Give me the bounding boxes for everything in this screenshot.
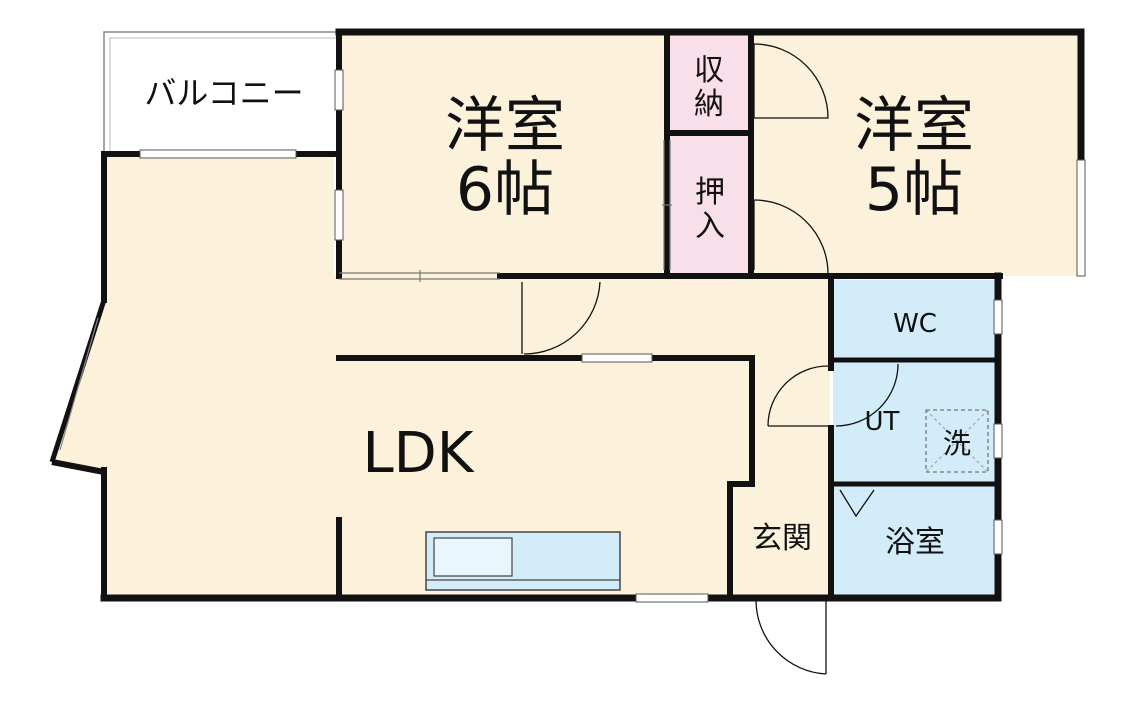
sliding-doors xyxy=(339,140,672,282)
entrance-label: 玄関 xyxy=(752,521,812,556)
ldk-label: LDK xyxy=(362,421,474,486)
washer-label: 洗 xyxy=(943,427,971,460)
western-5-label-line2: 5帖 xyxy=(865,155,963,225)
western-room-6 xyxy=(339,32,667,276)
bath-label: 浴室 xyxy=(885,525,945,560)
washer-square-icon xyxy=(925,409,989,473)
windows xyxy=(139,69,1086,603)
balcony xyxy=(103,31,340,155)
closet xyxy=(667,136,751,276)
kitchen-counter-icon xyxy=(425,531,621,591)
storage-top xyxy=(667,32,751,130)
western-6-label-line1: 洋室 xyxy=(445,91,565,161)
closet-label-1: 押 xyxy=(695,175,725,210)
balcony-label: バルコニー xyxy=(144,74,303,112)
storage-label-1: 収 xyxy=(694,53,724,88)
door-swing-icon xyxy=(521,43,899,675)
entrance xyxy=(733,484,829,596)
wc-room xyxy=(833,280,998,358)
storage-label-2: 納 xyxy=(694,87,724,122)
closet-label-2: 入 xyxy=(695,209,725,244)
western-room-5 xyxy=(751,32,1081,276)
ut-label: UT xyxy=(865,407,900,437)
wc-label: WC xyxy=(893,309,937,339)
bath-room xyxy=(833,486,998,596)
bay-window xyxy=(49,299,107,475)
western-5-label-line1: 洋室 xyxy=(854,91,974,161)
western-6-label-line2: 6帖 xyxy=(456,155,554,225)
ldk-area xyxy=(104,154,334,598)
